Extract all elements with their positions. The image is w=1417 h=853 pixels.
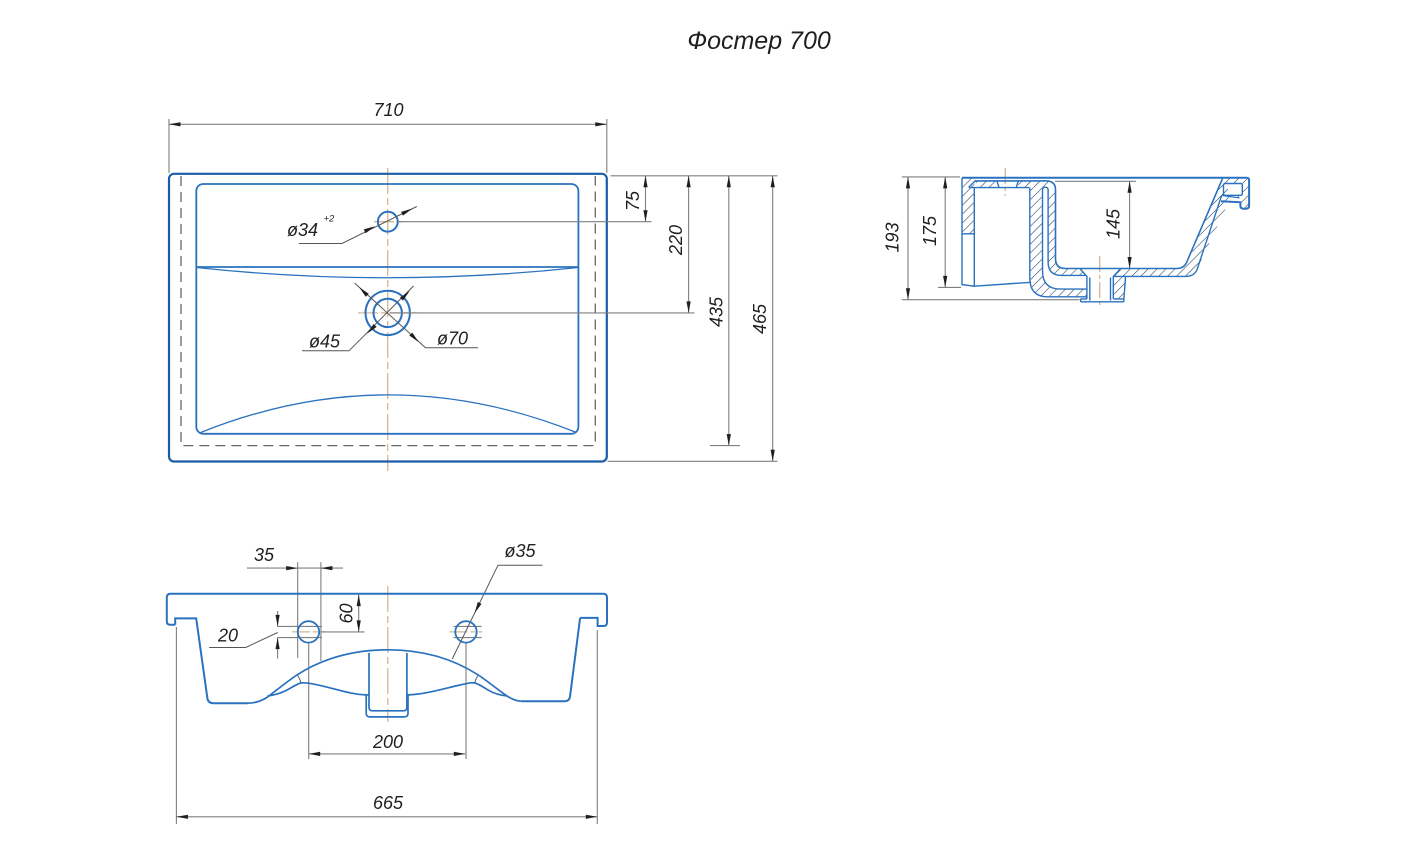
svg-text:200: 200 — [372, 732, 403, 752]
svg-text:60: 60 — [337, 603, 357, 623]
svg-text:ø70: ø70 — [437, 329, 468, 349]
svg-text:35: 35 — [254, 545, 275, 565]
svg-text:75: 75 — [623, 190, 643, 211]
svg-text:435: 435 — [707, 296, 727, 327]
svg-text:175: 175 — [920, 215, 940, 246]
svg-text:ø34: ø34 — [287, 220, 318, 240]
svg-text:665: 665 — [373, 793, 404, 813]
svg-text:Фостер 700: Фостер 700 — [687, 27, 831, 55]
svg-text:220: 220 — [666, 225, 686, 256]
svg-text:20: 20 — [217, 626, 238, 646]
svg-text:ø45: ø45 — [309, 332, 341, 352]
svg-text:145: 145 — [1104, 208, 1124, 239]
svg-text:+2: +2 — [324, 214, 336, 225]
svg-text:465: 465 — [750, 303, 770, 334]
svg-text:710: 710 — [373, 100, 403, 120]
svg-text:193: 193 — [883, 222, 903, 252]
svg-text:ø35: ø35 — [504, 541, 536, 561]
